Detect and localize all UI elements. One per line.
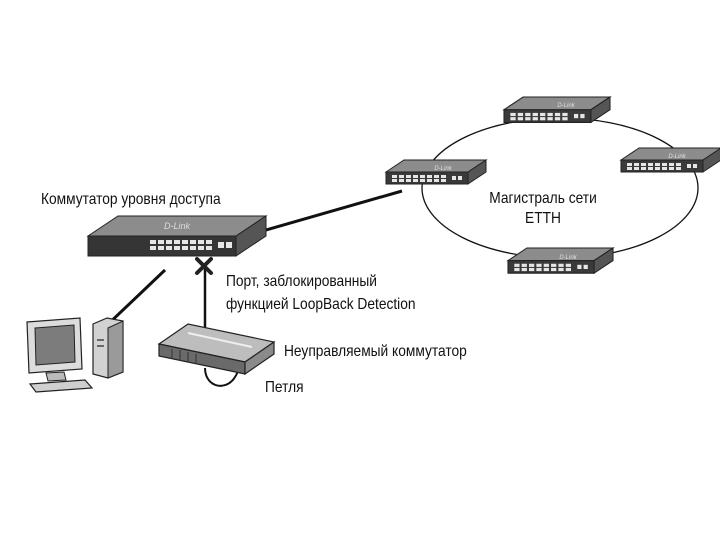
switch-logo: D-Link [559, 255, 577, 261]
unmanaged-switch-icon [157, 323, 276, 376]
loop-label: Петля [265, 379, 304, 396]
blocked-port-label-line1: Порт, заблокированный [226, 273, 377, 290]
backbone-label-line2: ETTH [525, 210, 561, 227]
blocked-port-label: Порт, заблокированный функцией LoopBack … [226, 270, 416, 316]
switch-logo: D-Link [434, 166, 452, 172]
backbone-label-line1: Магистраль сети [489, 190, 597, 207]
backbone-switch-3 [620, 147, 720, 173]
backbone-label: Магистраль сети ETTH [479, 189, 608, 229]
switch-logo: D-Link [557, 103, 575, 109]
access-switch-label: Коммутатор уровня доступа [41, 191, 221, 208]
backbone-switch-2 [503, 96, 611, 123]
access-switch [86, 215, 268, 257]
switch-logo: D-Link [668, 154, 686, 160]
uplink-cable [244, 189, 403, 238]
backbone-ring [421, 117, 699, 259]
unmanaged-switch-label: Неуправляемый коммутатор [284, 343, 467, 360]
blocked-port-x-icon [195, 257, 213, 275]
desktop-computer-icon [26, 317, 124, 393]
switch-logo: D-Link [164, 221, 191, 231]
backbone-switch-1 [385, 159, 487, 185]
blocked-port-label-line2: функцией LoopBack Detection [226, 296, 416, 313]
